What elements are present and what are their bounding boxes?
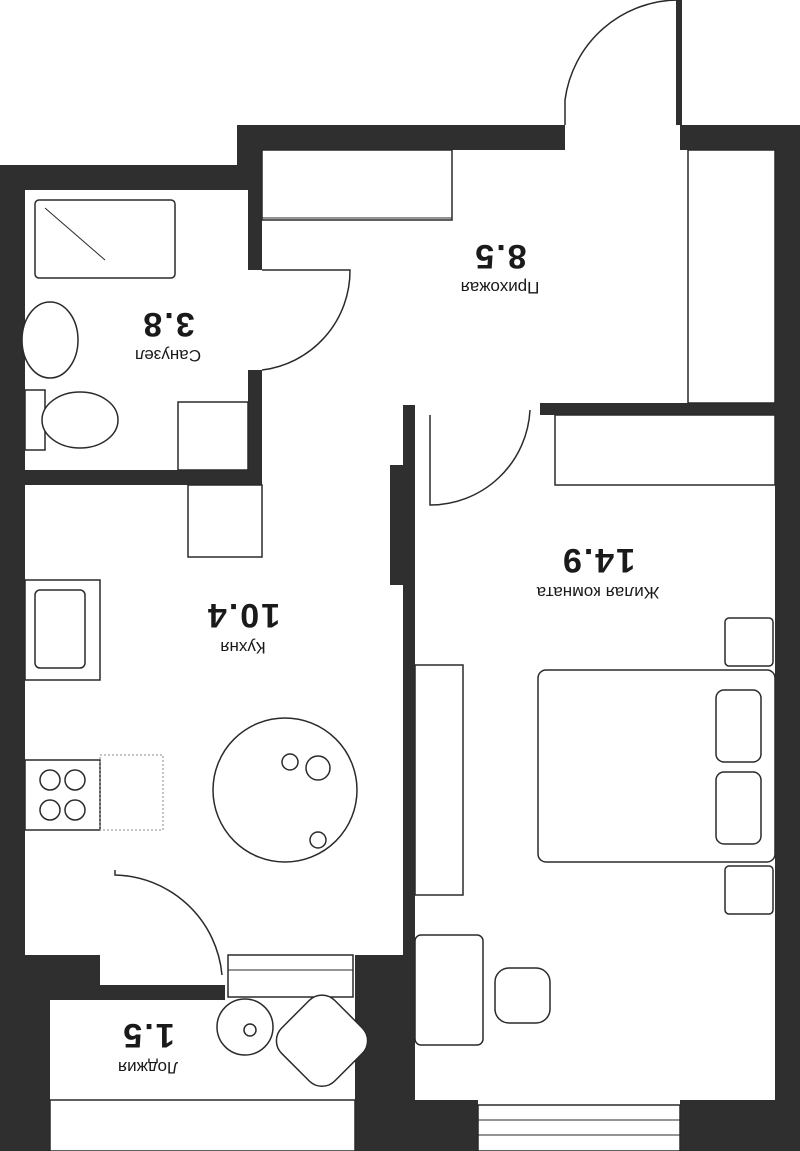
room-area: 14.9 bbox=[561, 541, 635, 579]
room-area: 10.4 bbox=[206, 596, 280, 634]
room-name: Прихожая bbox=[461, 278, 540, 297]
furniture bbox=[21, 149, 776, 1088]
room-name: Санузел bbox=[135, 346, 201, 365]
room-name: Лоджия bbox=[118, 1058, 178, 1077]
doors bbox=[114, 0, 680, 976]
room-area: 3.8 bbox=[141, 305, 194, 343]
room-area: 8.5 bbox=[473, 237, 526, 275]
room-name: Кухня bbox=[220, 638, 266, 657]
room-hallway: Прихожая 8.5 bbox=[461, 237, 540, 297]
room-bathroom: Санузел 3.8 bbox=[135, 305, 201, 365]
room-loggia: Лоджия 1.5 bbox=[118, 1016, 178, 1077]
room-name: Жилая комната bbox=[536, 583, 659, 602]
room-kitchen: Кухня 10.4 bbox=[206, 596, 280, 657]
room-area: 1.5 bbox=[121, 1016, 174, 1054]
windows bbox=[49, 954, 681, 1151]
room-living: Жилая комната 14.9 bbox=[536, 541, 659, 602]
